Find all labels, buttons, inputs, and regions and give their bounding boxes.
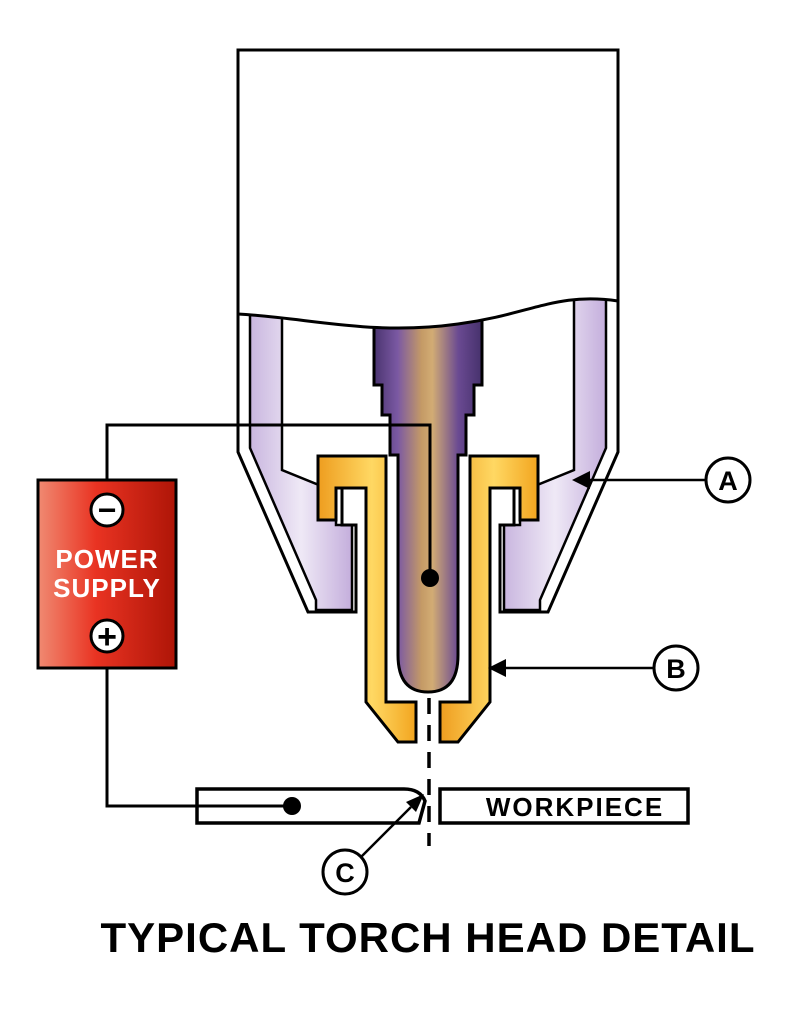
callout-b-circle [652,644,700,692]
callout-b: B [488,644,700,692]
callout-c-arrowhead-icon [406,794,424,812]
negative-terminal-label: − [98,492,117,528]
callout-a-circle [704,456,752,504]
torch-body-lower-right [498,301,620,614]
nozzle-left [316,454,418,744]
callout-b-arrowhead-icon [488,659,506,677]
callout-c: C [321,794,424,896]
torch-body-upper [236,48,620,330]
power-supply: − POWER SUPPLY + [36,478,178,670]
power-supply-label-line1: POWER [55,544,158,574]
callout-a: A [572,456,752,504]
negative-terminal-icon [89,492,125,528]
callout-c-arrow-line [360,806,412,858]
electrode-connection-dot [421,569,439,587]
workpiece-plate-right [438,787,690,825]
callout-a-arrowhead-icon [572,471,590,489]
power-supply-label-line2: SUPPLY [53,573,161,603]
shield-cap-right [502,286,608,612]
callout-c-circle [321,848,369,896]
work-wire [105,668,292,808]
diagram-title: TYPICAL TORCH HEAD DETAIL [100,914,755,961]
positive-terminal-label: + [97,618,117,656]
positive-terminal-icon [89,618,125,654]
electrode-wire [105,423,432,578]
callout-c-label: C [335,858,355,888]
callout-b-label: B [666,654,686,684]
shield-cap-left [248,286,354,612]
callout-a-label: A [718,466,738,496]
workpiece-plate-left [195,787,427,825]
work-connection-dot [283,797,301,815]
electrode [372,280,484,694]
workpiece-label: WORKPIECE [486,792,664,822]
nozzle-right [438,454,540,744]
torch-body-lower-left [236,314,358,614]
